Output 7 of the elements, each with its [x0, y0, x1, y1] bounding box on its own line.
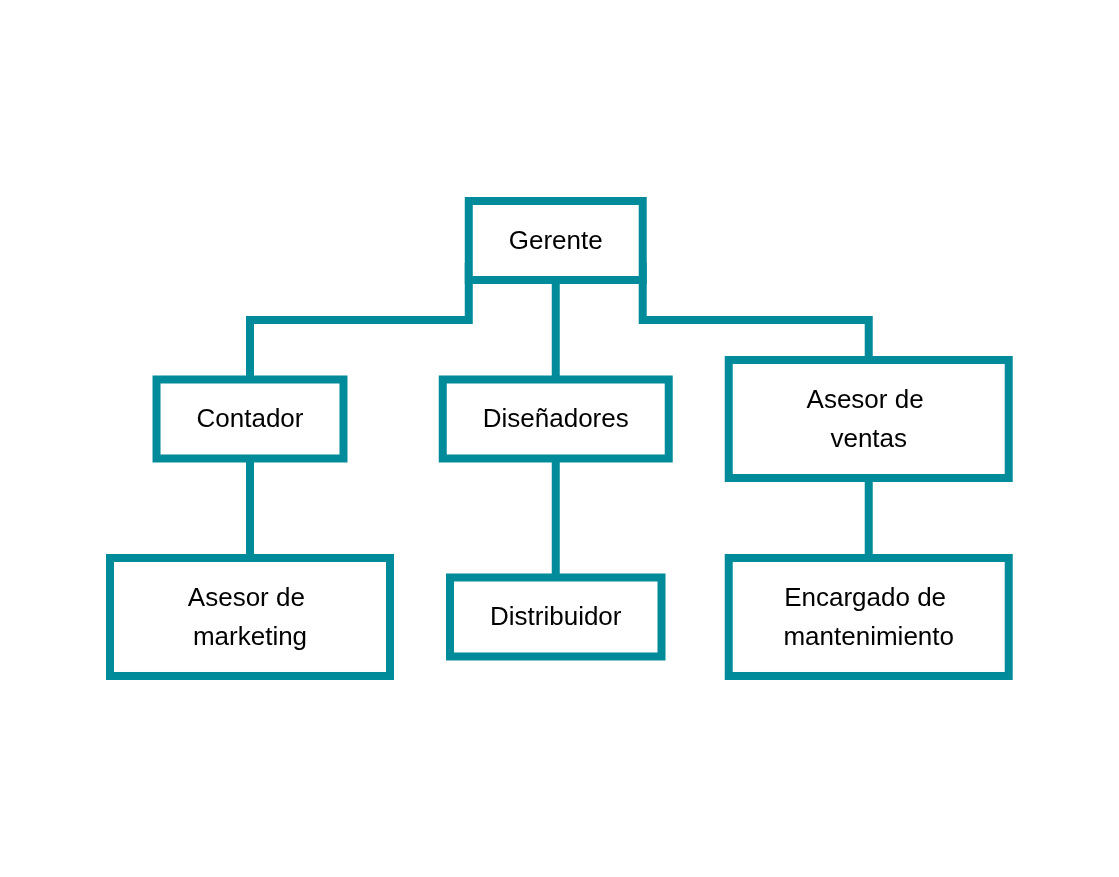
node-box: Diseñadores — [438, 375, 673, 463]
node-box: Contador — [152, 375, 348, 463]
node-box: Asesor de marketing — [106, 554, 395, 680]
node-box: Asesor de ventas — [724, 356, 1013, 482]
node-box: Distribuidor — [446, 573, 666, 661]
node-box: Gerente — [464, 197, 647, 284]
node-box: Encargado de mantenimiento — [724, 554, 1013, 680]
